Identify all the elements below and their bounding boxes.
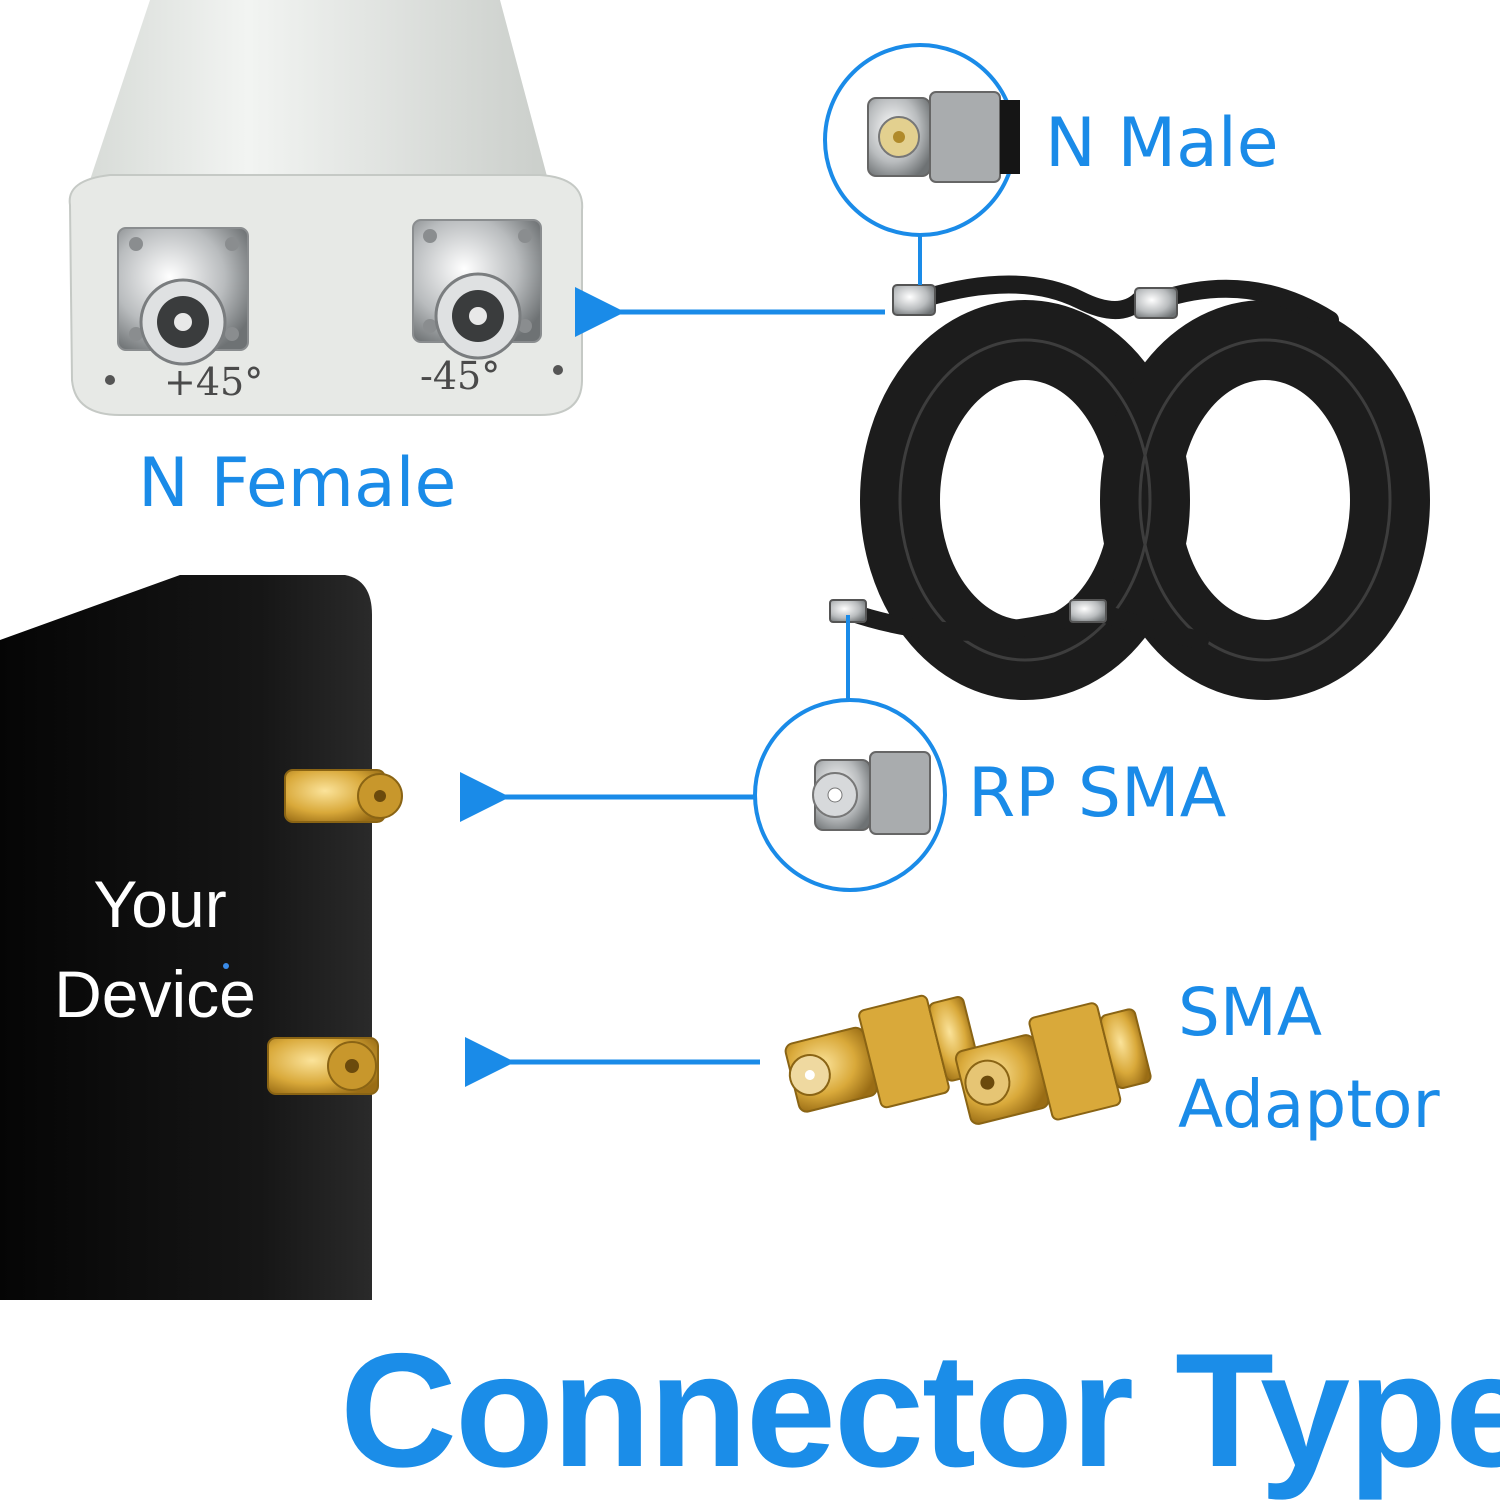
device-label-line2: Device [54, 957, 256, 1031]
sma-adaptors [784, 994, 1152, 1125]
n-male-label: N Male [1045, 104, 1279, 183]
port-right-polarization-label: -45° [420, 354, 501, 398]
sma-jack-top [284, 769, 403, 823]
n-female-label: N Female [138, 444, 457, 523]
rp-sma-callout [753, 615, 947, 892]
antenna [68, 0, 584, 416]
rp-sma-label: RP SMA [968, 754, 1227, 833]
n-male-callout [823, 43, 1020, 285]
n-female-port-left [117, 227, 249, 366]
device-label-line1: Your [93, 867, 227, 941]
sma-adaptor-label-line1: SMA [1178, 974, 1322, 1051]
port-left-polarization-label: +45° [164, 360, 264, 404]
coaxial-cables [841, 275, 1430, 700]
device [0, 575, 403, 1300]
n-male-plugs [829, 284, 1178, 623]
sma-jack-bottom [267, 1037, 379, 1095]
sma-adaptor-label-line2: Adaptor [1178, 1066, 1440, 1143]
connection-arrows [460, 287, 885, 1087]
page-title: Connector Type [340, 1320, 1500, 1501]
n-female-port-right [412, 219, 542, 360]
